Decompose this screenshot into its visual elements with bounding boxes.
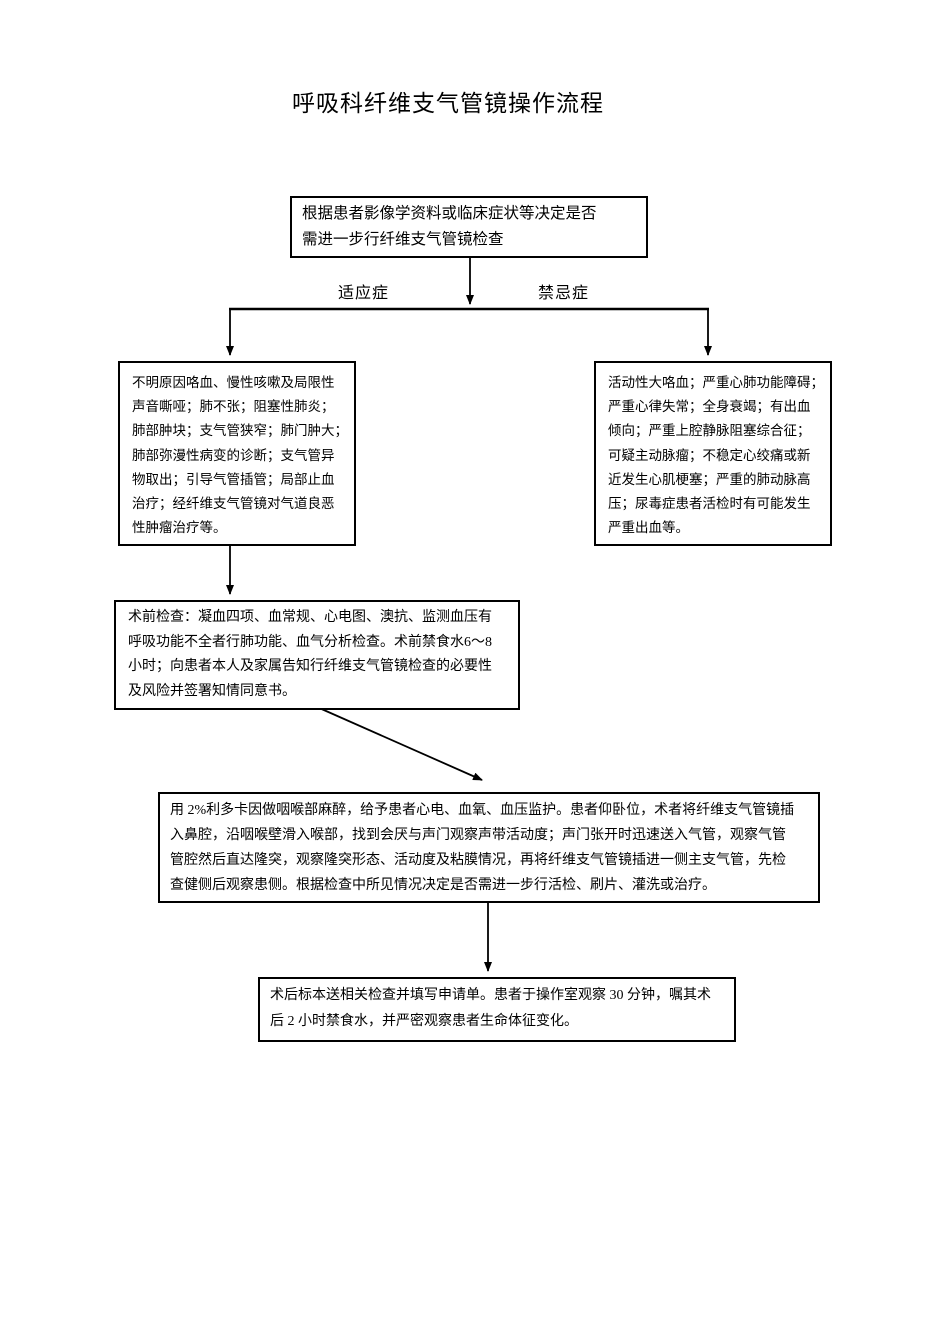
- branch-label-contraindications: 禁忌症: [538, 285, 590, 302]
- decision-box: 根据患者影像学资料或临床症状等决定是否 需进一步行纤维支气管镜检查: [290, 196, 648, 258]
- branch-label-indications: 适应症: [338, 285, 390, 302]
- postop-box: 术后标本送相关检查并填写申请单。患者于操作室观察 30 分钟，嘱其术 后 2 小…: [258, 977, 736, 1042]
- procedure-box: 用 2%利多卡因做咽喉部麻醉，给予患者心电、血氧、血压监护。患者仰卧位，术者将纤…: [158, 792, 820, 903]
- page-title: 呼吸科纤维支气管镜操作流程: [292, 91, 604, 116]
- preop-checks-box: 术前检查：凝血四项、血常规、心电图、澳抗、监测血压有 呼吸功能不全者行肺功能、血…: [114, 600, 520, 710]
- arrow-preop-to-procedure: [316, 706, 483, 781]
- indications-box: 不明原因咯血、慢性咳嗽及局限性 声音嘶哑；肺不张；阻塞性肺炎； 肺部肿块；支气管…: [118, 361, 356, 546]
- contraindications-box: 活动性大咯血；严重心肺功能障碍； 严重心律失常；全身衰竭；有出血 倾向；严重上腔…: [594, 361, 832, 546]
